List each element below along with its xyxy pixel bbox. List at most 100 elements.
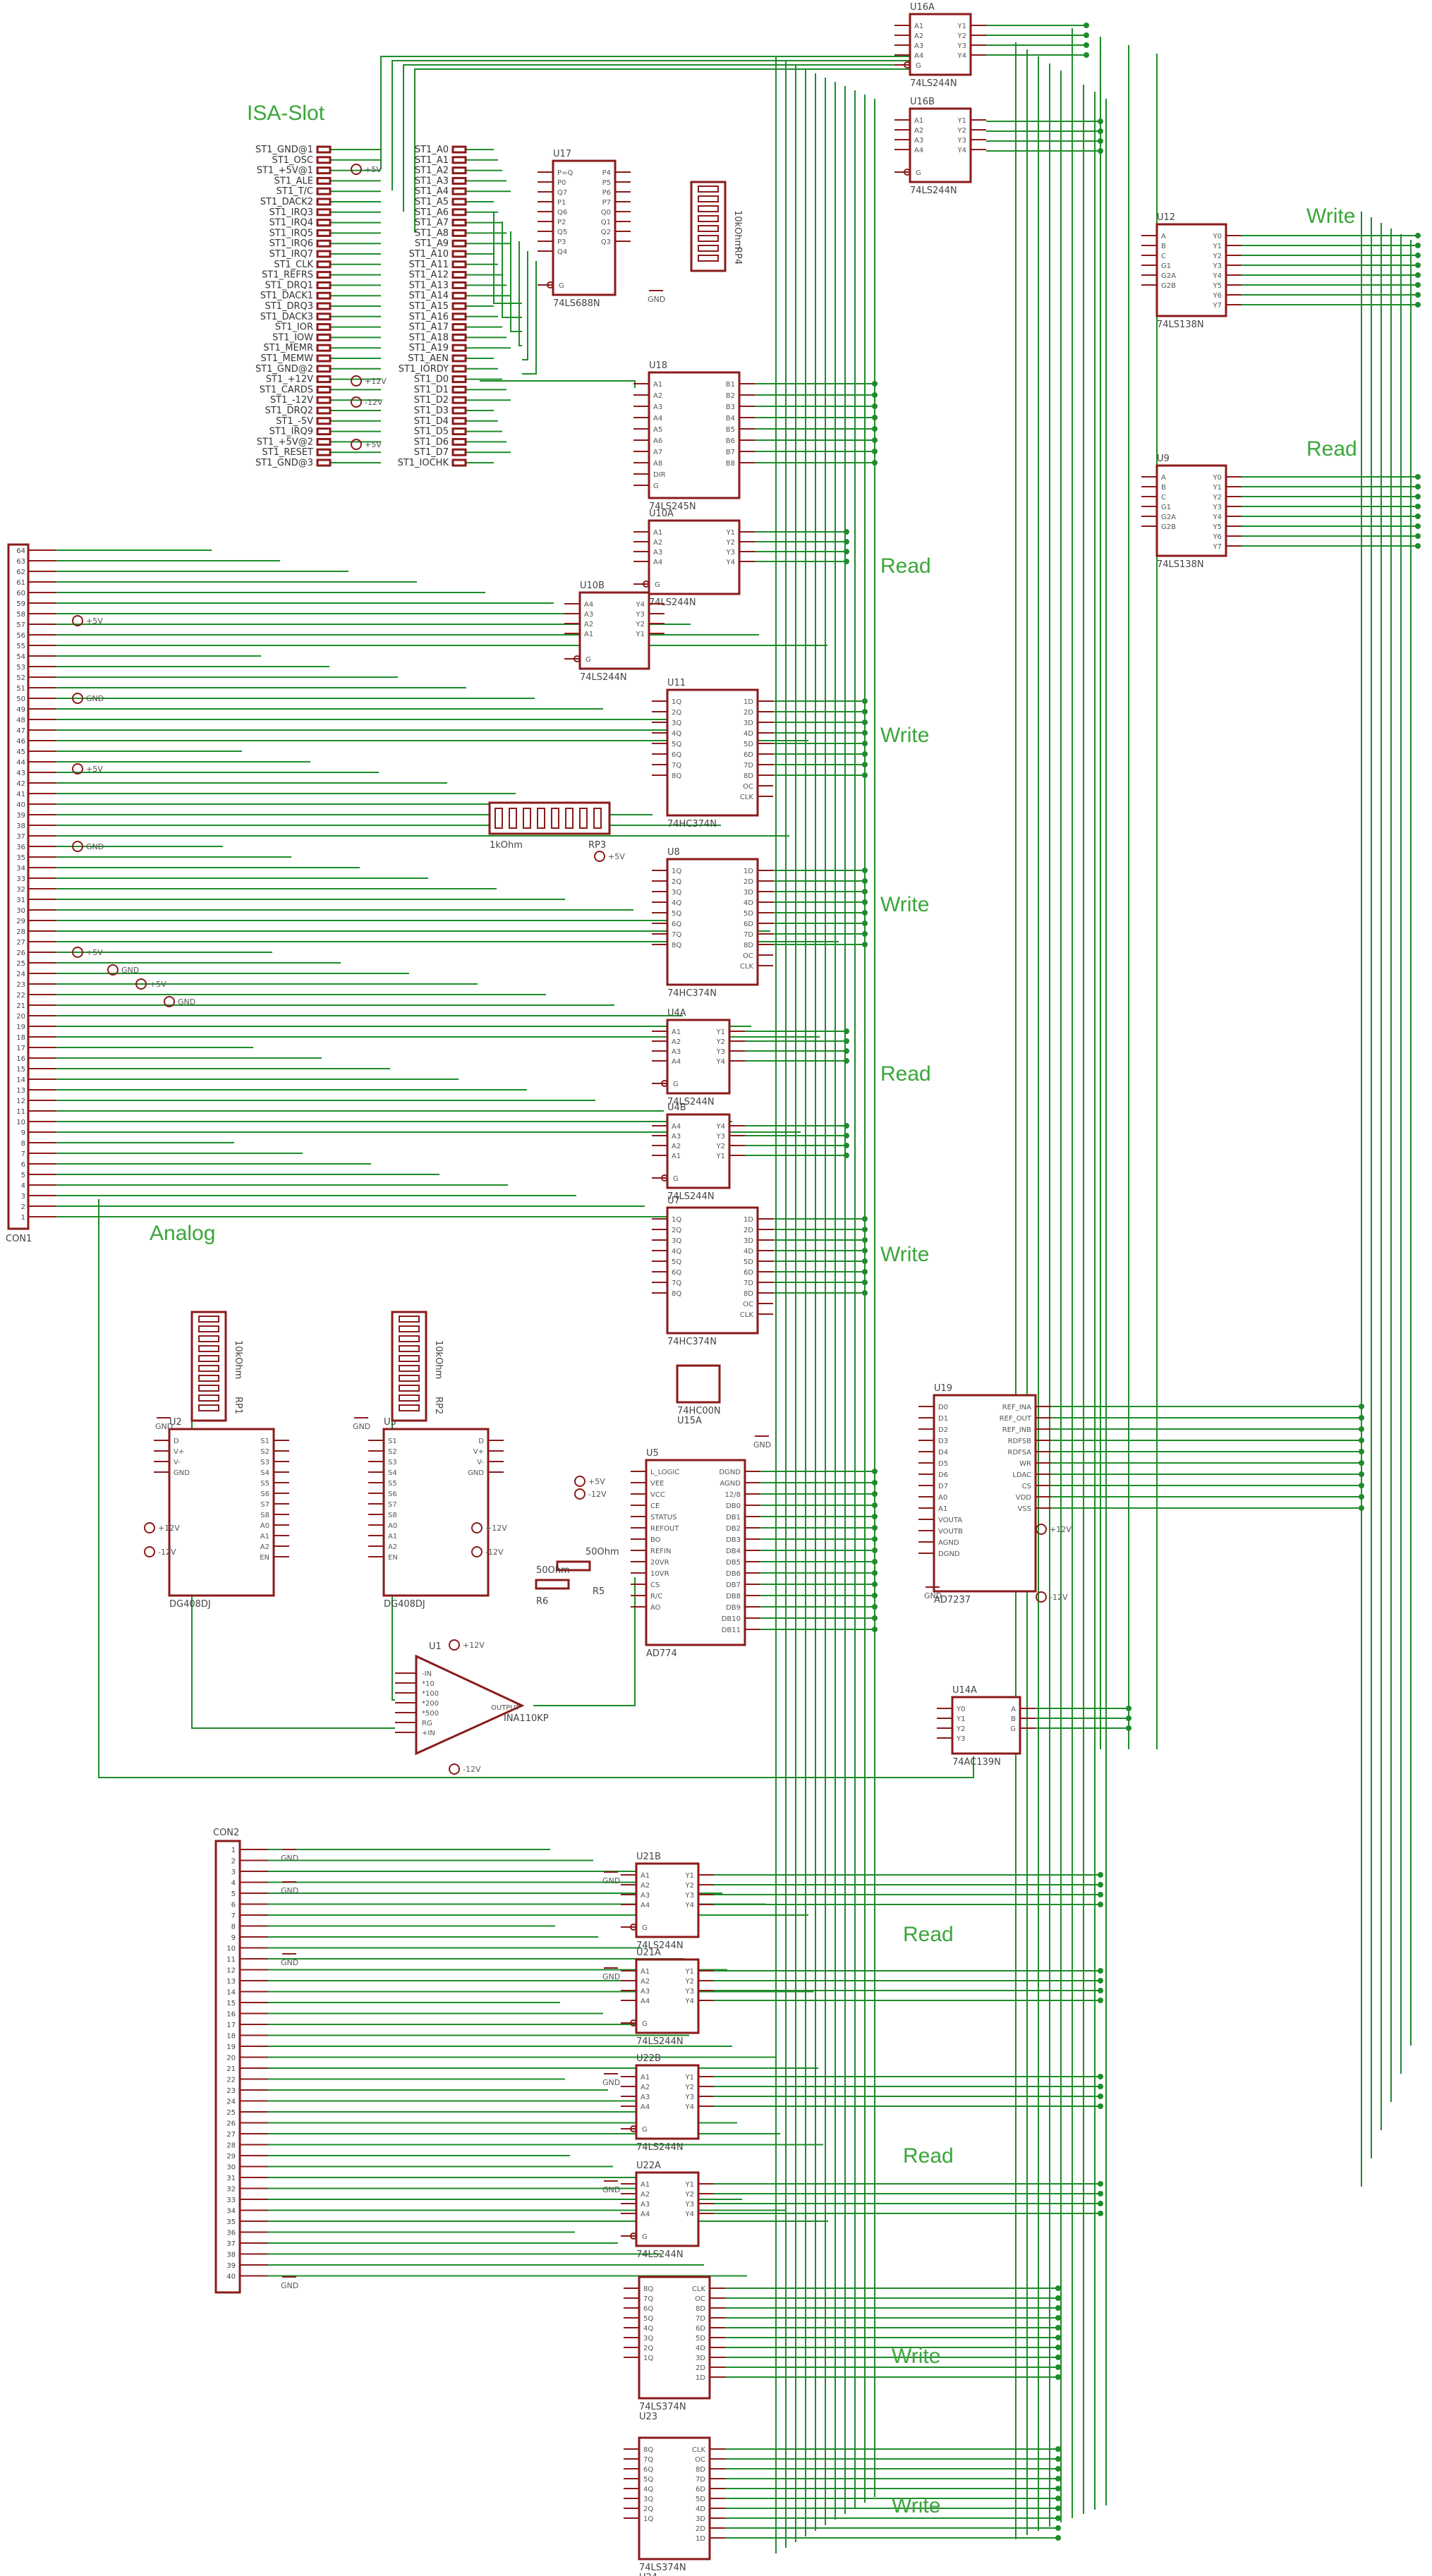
isa-pin xyxy=(316,187,332,195)
pin-label: 3Q xyxy=(672,1237,681,1245)
isa-pin xyxy=(316,260,332,269)
isa-pin xyxy=(451,208,467,217)
junction-dot xyxy=(1055,2335,1061,2340)
pin-label: S1 xyxy=(388,1438,397,1445)
con2-pin-number: 22 xyxy=(226,2077,236,2084)
isa-pin xyxy=(451,229,467,237)
ground-label: GND xyxy=(281,2281,298,2290)
pin-label: 7Q xyxy=(643,2295,653,2303)
resistor-element xyxy=(593,808,602,829)
isa-signal-label: ST1_AEN xyxy=(408,353,449,364)
con1-pin-number: 17 xyxy=(16,1045,25,1052)
pin-label: G2A xyxy=(1161,514,1176,521)
pin-label: Q6 xyxy=(557,209,567,217)
pin-label: Y3 xyxy=(956,1735,965,1743)
power-label: +12V xyxy=(365,377,387,386)
pin-label: G xyxy=(559,282,564,290)
isa-pin xyxy=(451,417,467,425)
chip-part: 74LS244N xyxy=(910,78,957,89)
chip-part: 74HC00N xyxy=(677,1406,721,1416)
pin-label: G xyxy=(653,482,659,490)
pin-label: A4 xyxy=(914,147,923,154)
pin-label: DB2 xyxy=(726,1525,741,1533)
junction-dot xyxy=(872,392,878,398)
pin-label: REFIN xyxy=(650,1548,671,1555)
ground-symbol: GND xyxy=(924,1586,942,1600)
pin-label: Y1 xyxy=(685,1872,694,1880)
pin-label: Y1 xyxy=(957,117,966,125)
isa-pin xyxy=(451,176,467,185)
isa-signal-label: ST1_D4 xyxy=(414,416,449,427)
pin-label: Q5 xyxy=(557,229,567,236)
junction-dot xyxy=(862,921,868,926)
analog-wire xyxy=(533,1577,636,1706)
pin-label: DB3 xyxy=(726,1536,741,1544)
chip-u7: 1Q2Q3Q4Q5Q6Q7Q8Q1D2D3D4D5D6D7D8DOCCLKU77… xyxy=(652,1196,773,1347)
chip-u2: DV+V-GNDS1S2S3S4S5S6S7S8A0A1A2ENU2DG408D… xyxy=(154,1417,289,1610)
isa-pin xyxy=(316,250,332,258)
pin-label: 6Q xyxy=(672,1269,681,1277)
con2-pin-number: 37 xyxy=(226,2240,236,2248)
pin-label: 1Q xyxy=(672,698,681,706)
con2-pin-number: 6 xyxy=(231,1902,236,1909)
isa-signal-label: ST1_MEMW xyxy=(261,353,314,364)
chip-u5: L_LOGICVEEVCCCESTATUSREFOUTBOREFIN20VR10… xyxy=(631,1448,760,1659)
pin-label: Y6 xyxy=(1213,533,1222,541)
con1-pin-number: 27 xyxy=(16,939,25,947)
pin-label: Y0 xyxy=(1213,474,1222,482)
ground-symbol: GND xyxy=(281,1953,298,1967)
pin-label: AGND xyxy=(720,1480,741,1488)
pin-label: DB0 xyxy=(726,1502,741,1510)
power-label: GND xyxy=(178,997,195,1007)
pin-label: Y3 xyxy=(685,2201,694,2209)
isa-pin xyxy=(451,406,467,415)
junction-dot xyxy=(1055,2345,1061,2350)
isa-signal-label: ST1_GND@3 xyxy=(255,458,313,468)
resnet-ref: RP2 xyxy=(433,1397,444,1414)
isa-pin xyxy=(316,156,332,164)
isa-signal-label: ST1_A11 xyxy=(409,260,449,270)
junction-dot xyxy=(1415,494,1421,499)
resnet-value: 10kOhm xyxy=(732,210,743,249)
isa-pin xyxy=(451,333,467,341)
pin-label: DB6 xyxy=(726,1570,741,1578)
resistor-element xyxy=(198,1345,219,1352)
pin-label: P=Q xyxy=(557,169,573,177)
junction-dot xyxy=(844,1153,849,1158)
pin-label: B6 xyxy=(726,437,735,445)
pin-label: CLK xyxy=(740,963,754,971)
junction-dot xyxy=(862,1269,868,1275)
junction-dot xyxy=(862,762,868,767)
opamp-body xyxy=(415,1654,525,1756)
pin-label: 3D xyxy=(696,2355,705,2362)
chip-u3: S1S2S3S4S5S6S7S8A0A1A2ENDV+V-GNDU3DG408D… xyxy=(368,1417,504,1610)
section-title-analog: Analog xyxy=(150,1222,215,1245)
con1-pin-number: 51 xyxy=(16,685,25,693)
pin-label: 4Q xyxy=(672,899,681,907)
junction-dot xyxy=(1055,2446,1061,2452)
pin-label: S5 xyxy=(260,1480,269,1488)
isa-signal-label: ST1_IRQ6 xyxy=(269,238,313,249)
pin-label: S8 xyxy=(388,1512,397,1519)
junction-dot xyxy=(1359,1494,1364,1500)
chip-part: 74HC374N xyxy=(667,1337,717,1347)
isa-pin xyxy=(451,198,467,206)
pin-label: A4 xyxy=(672,1058,681,1066)
isa-signal-label: ST1_A3 xyxy=(415,176,449,186)
power-label: +5V xyxy=(608,852,625,861)
junction-dot xyxy=(1126,1715,1131,1721)
pin-label: *200 xyxy=(422,1700,439,1708)
pin-label: 2D xyxy=(744,1227,753,1234)
con1-pin-number: 54 xyxy=(16,653,25,661)
pin-label: Y4 xyxy=(685,2103,694,2111)
pin-label: A1 xyxy=(914,23,923,30)
pin-label: Y0 xyxy=(1213,233,1222,241)
section-title-read-2: Read xyxy=(880,554,931,578)
pin-label: Q0 xyxy=(601,209,611,217)
pin-label: 6D xyxy=(744,921,753,928)
junction-dot xyxy=(1098,2181,1103,2187)
pin-label: DIR xyxy=(653,471,666,479)
chip-ref: U11 xyxy=(667,678,686,688)
